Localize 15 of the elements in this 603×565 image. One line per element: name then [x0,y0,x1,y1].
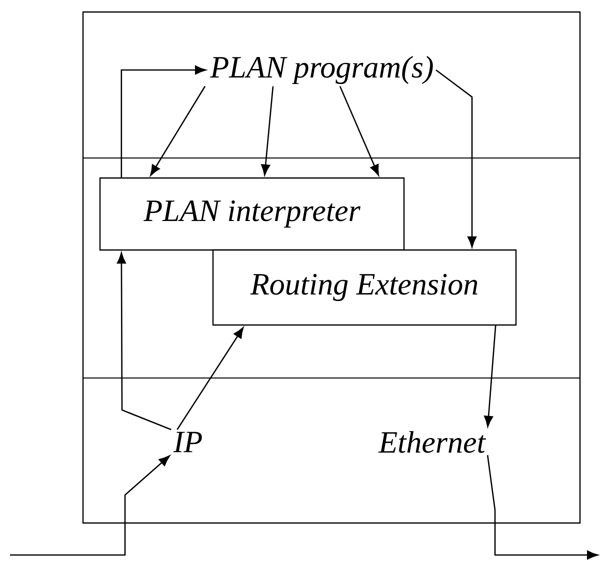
arrow [436,69,476,248]
arrow [486,455,598,560]
arrow [150,86,206,176]
arrow [261,86,274,176]
arrow [176,327,244,430]
program-label: PLAN program(s) [210,56,433,84]
arrow [484,326,496,427]
module-box: Routing Extension [212,249,517,326]
arrow [339,86,380,176]
arrow [116,252,172,430]
arrow [120,66,206,178]
layer-label: Ethernet [378,431,486,453]
arrow [10,455,170,556]
module-box: PLAN interpreter [99,177,405,251]
layer-label: IP [173,432,202,452]
